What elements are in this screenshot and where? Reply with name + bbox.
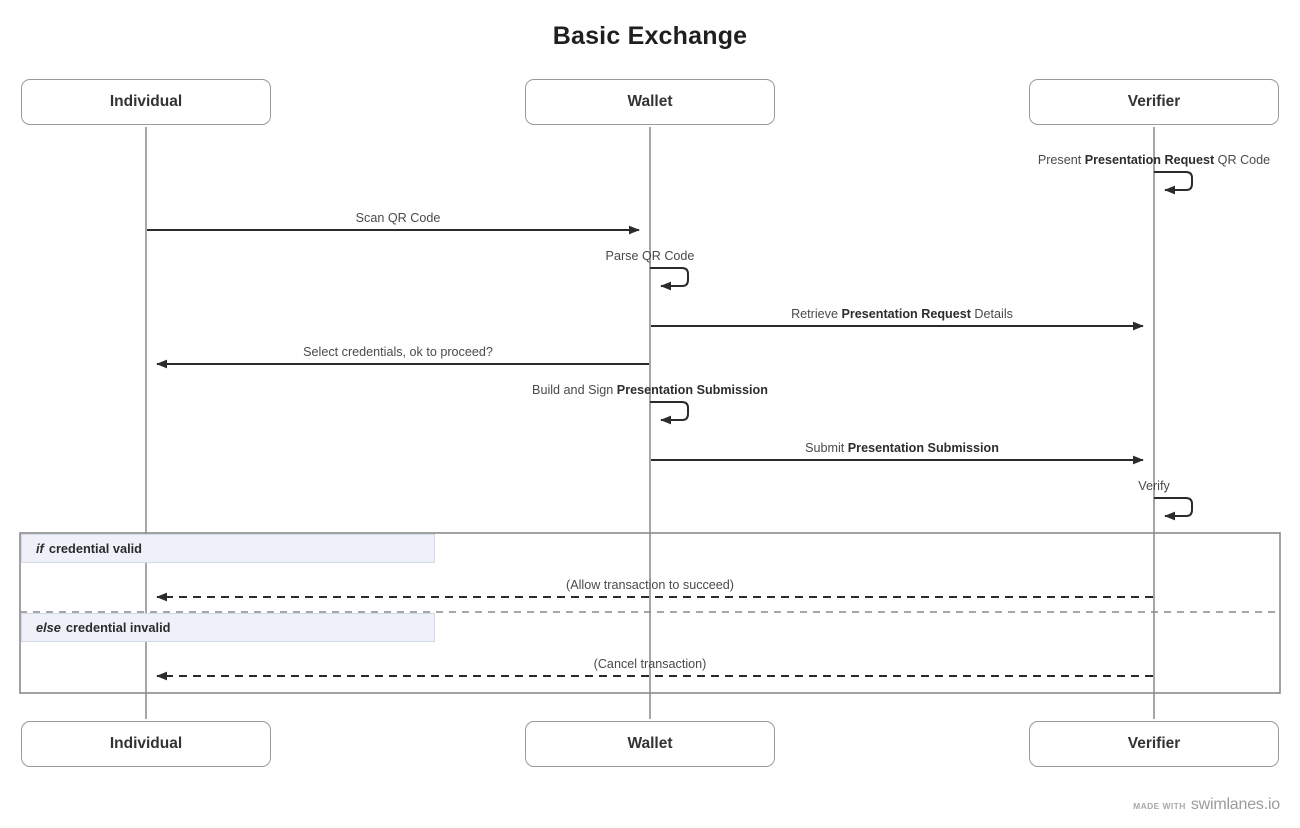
message-label-verify: Verify [1138,480,1170,493]
alt-branch-condition: credential valid [48,541,142,556]
label-bold: Presentation Submission [847,441,999,455]
alt-fragment-border [19,532,1281,694]
participant-label: Individual [109,93,183,110]
alt-branch-keyword: else [36,620,61,635]
participant-individual-bottom[interactable]: Individual [21,721,271,767]
participant-label: Individual [109,735,183,752]
message-present-qr [1154,171,1193,195]
label-prefix: Select credentials, ok to proceed? [303,345,493,359]
participant-wallet-top[interactable]: Wallet [525,79,775,125]
label-bold: Presentation Submission [616,383,768,397]
message-label-select-credentials: Select credentials, ok to proceed? [303,346,493,359]
message-label-cancel-transaction: (Cancel transaction) [594,658,707,671]
participant-verifier-top[interactable]: Verifier [1029,79,1279,125]
label-suffix: Details [970,307,1013,321]
label-bold: Presentation Request [841,307,971,321]
participant-label: Verifier [1127,735,1181,752]
participant-verifier-bottom[interactable]: Verifier [1029,721,1279,767]
message-label-build-sign-submission: Build and Sign Presentation Submission [532,384,768,397]
label-prefix: Build and Sign [532,383,617,397]
message-verify [1154,497,1193,521]
participant-label: Wallet [627,735,673,752]
participant-label: Wallet [627,93,673,110]
message-label-parse-qr: Parse QR Code [606,250,695,263]
label-prefix: (Allow transaction to succeed) [566,578,734,592]
label-prefix: (Cancel transaction) [593,657,707,671]
alt-branch-else: else credential invalid [21,613,435,642]
participant-wallet-bottom[interactable]: Wallet [525,721,775,767]
footer-brand[interactable]: MADE WITH swimlanes.io [1133,796,1280,814]
message-label-allow-transaction: (Allow transaction to succeed) [566,579,734,592]
message-label-scan-qr: Scan QR Code [356,212,441,225]
alt-branch-condition: credential invalid [65,620,171,635]
label-prefix: Verify [1138,479,1170,493]
participant-label: Verifier [1127,93,1181,110]
message-build-sign-submission [650,401,689,425]
label-prefix: Scan QR Code [355,211,441,225]
label-prefix: Parse QR Code [605,249,695,263]
label-prefix: Retrieve [791,307,842,321]
label-bold: Presentation Request [1084,153,1215,167]
alt-fragment [19,532,1281,694]
label-prefix: Present [1037,153,1085,167]
footer-made-with-label: MADE WITH [1133,801,1186,811]
message-label-present-qr: Present Presentation Request QR Code [1038,154,1270,167]
message-label-submit-submission: Submit Presentation Submission [805,442,999,455]
label-suffix: QR Code [1214,153,1271,167]
label-prefix: Submit [805,441,848,455]
message-label-retrieve-details: Retrieve Presentation Request Details [791,308,1013,321]
alt-branch-keyword: if [36,541,44,556]
alt-branch-if: if credential valid [21,534,435,563]
message-parse-qr [650,267,689,291]
footer-brand-name: swimlanes.io [1190,796,1280,813]
participant-individual-top[interactable]: Individual [21,79,271,125]
page-title: Basic Exchange [552,22,748,50]
